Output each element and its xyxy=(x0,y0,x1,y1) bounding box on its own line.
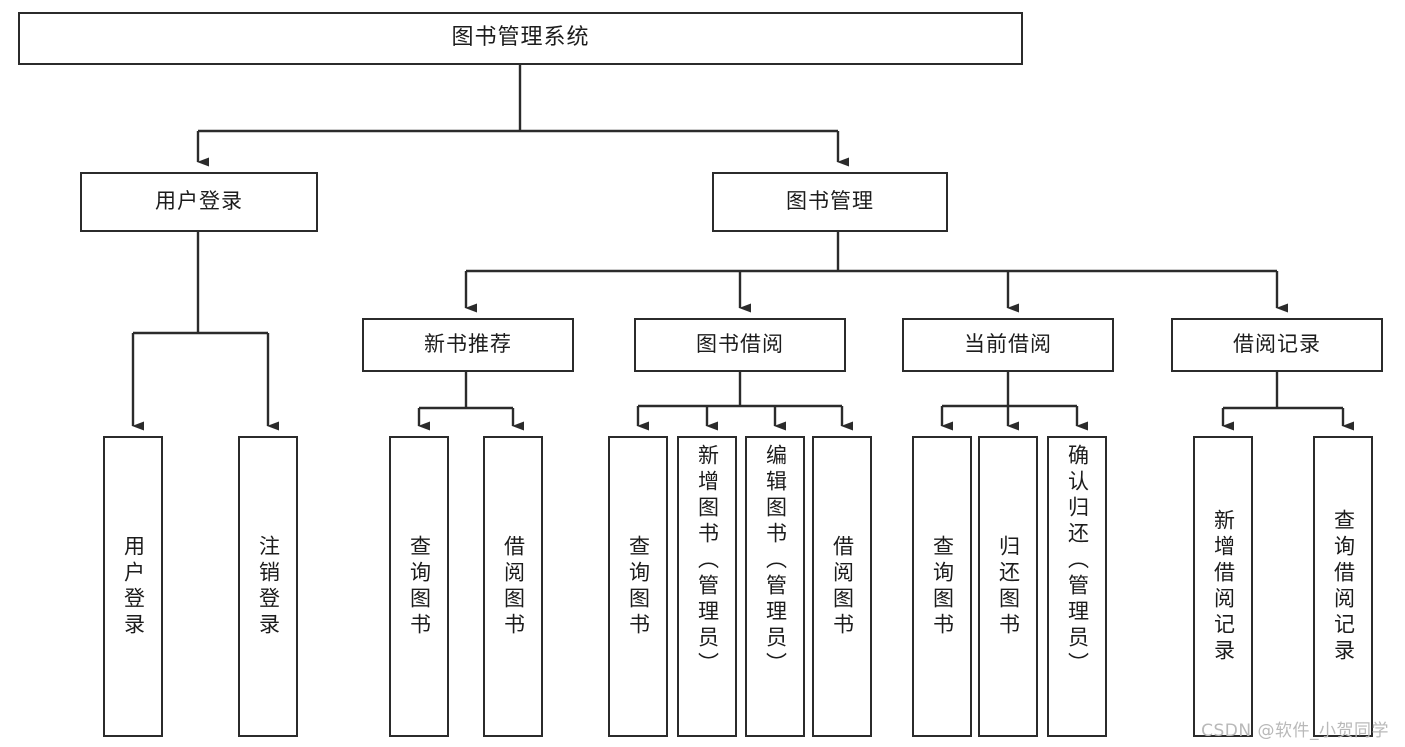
node-book-borrow[interactable]: 图书借阅 xyxy=(634,318,846,372)
node-leaf-edit-book-admin[interactable]: 编辑图书（管理员） xyxy=(745,436,805,737)
node-leaf-query-borrow-record[interactable]: 查询借阅记录 xyxy=(1313,436,1373,737)
node-leaf-query-book-newbook[interactable]: 查询图书 xyxy=(389,436,449,737)
node-leaf-confirm-return-admin[interactable]: 确认归还（管理员） xyxy=(1047,436,1107,737)
node-leaf-borrow-book[interactable]: 借阅图书 xyxy=(812,436,872,737)
node-leaf-logout[interactable]: 注销登录 xyxy=(238,436,298,737)
node-book-management[interactable]: 图书管理 xyxy=(712,172,948,232)
node-current-borrow[interactable]: 当前借阅 xyxy=(902,318,1114,372)
node-leaf-query-book-current[interactable]: 查询图书 xyxy=(912,436,972,737)
node-leaf-query-book-borrow[interactable]: 查询图书 xyxy=(608,436,668,737)
node-user-login[interactable]: 用户登录 xyxy=(80,172,318,232)
node-new-book-recommend[interactable]: 新书推荐 xyxy=(362,318,574,372)
node-leaf-borrow-book-newbook[interactable]: 借阅图书 xyxy=(483,436,543,737)
node-root-system[interactable]: 图书管理系统 xyxy=(18,12,1023,65)
watermark-text: CSDN @软件_小贺同学 xyxy=(1201,721,1389,741)
node-leaf-user-login[interactable]: 用户登录 xyxy=(103,436,163,737)
node-borrow-record[interactable]: 借阅记录 xyxy=(1171,318,1383,372)
node-leaf-add-borrow-record[interactable]: 新增借阅记录 xyxy=(1193,436,1253,737)
node-leaf-add-book-admin[interactable]: 新增图书（管理员） xyxy=(677,436,737,737)
node-leaf-return-book[interactable]: 归还图书 xyxy=(978,436,1038,737)
